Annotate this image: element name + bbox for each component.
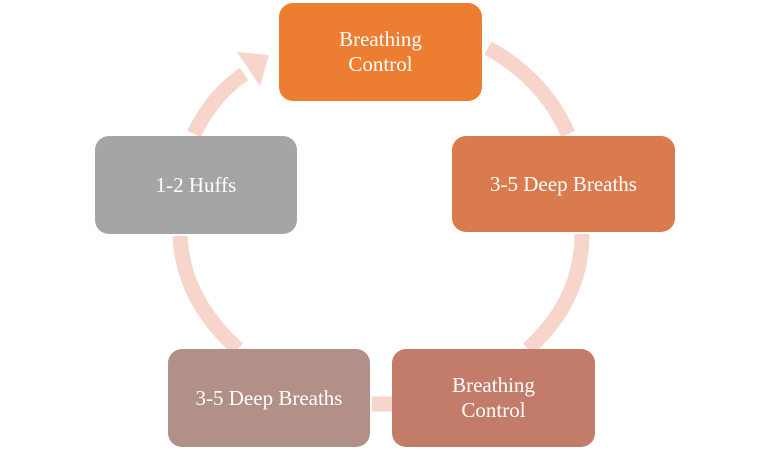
arc-huffs-to-control (187, 67, 249, 138)
node-deep-breaths-right: 3-5 Deep Breaths (452, 136, 675, 232)
node-breathing-control-bottom: Breathing Control (392, 349, 595, 447)
arrowhead-to-control (237, 52, 269, 86)
node-deep-breaths-left: 3-5 Deep Breaths (168, 349, 370, 447)
arc-deep-breaths-to-control (522, 233, 590, 355)
node-breathing-control-top: Breathing Control (279, 3, 482, 101)
node-huffs: 1-2 Huffs (95, 136, 297, 234)
arc-deep-breaths-to-huffs (172, 235, 244, 355)
arc-control-to-deep-breaths (484, 41, 575, 138)
